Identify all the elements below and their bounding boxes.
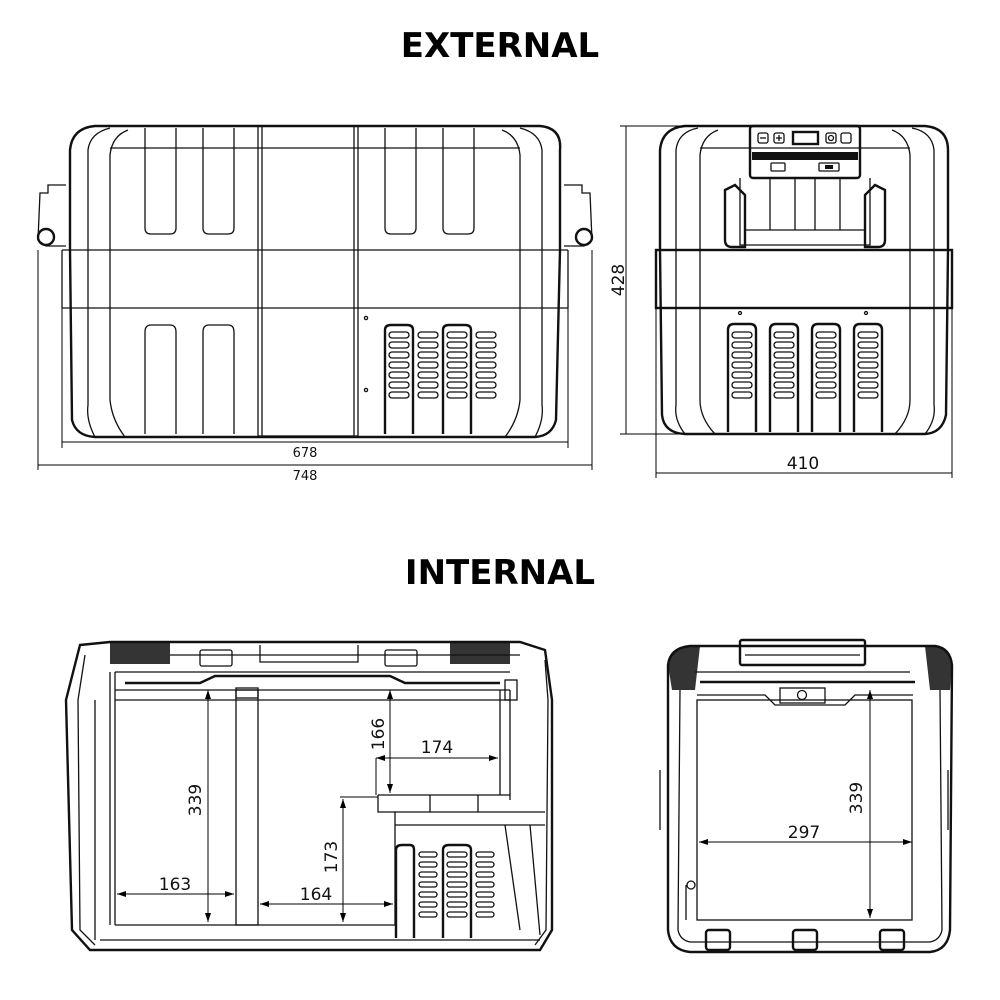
- power-button-icon: [825, 132, 837, 144]
- external-title: EXTERNAL: [400, 26, 600, 66]
- dim-left-width: 163: [159, 875, 191, 895]
- control-panel: [748, 124, 862, 180]
- dim-depth: 410: [787, 454, 819, 474]
- usb-port-icon: [770, 162, 786, 172]
- top-grip-slots: [144, 128, 475, 235]
- minus-button-icon: [757, 132, 769, 144]
- front-dimension-lines: [37, 250, 593, 470]
- vent-grille-front: [383, 323, 497, 434]
- dim-left-height: 339: [186, 784, 206, 816]
- plus-button-icon: [773, 132, 785, 144]
- external-front-view: 678 748: [36, 124, 594, 484]
- dim-right-upper-width: 174: [421, 738, 453, 758]
- dim-inner-height: 339: [847, 782, 867, 814]
- side-dimension-lines: [620, 125, 953, 478]
- dim-right-lower-width: 164: [300, 885, 332, 905]
- vent-grille-side: [726, 322, 884, 432]
- internal-front-dimension-lines: [117, 690, 498, 922]
- left-handle: [36, 184, 66, 247]
- settings-button-icon: [840, 132, 852, 144]
- dc-port-icon: [818, 162, 840, 172]
- right-handle: [564, 184, 594, 247]
- dim-overall-width: 748: [293, 469, 318, 484]
- dim-height: 428: [609, 264, 629, 296]
- dim-body-width: 678: [293, 446, 318, 461]
- internal-vent-grille: [394, 824, 541, 938]
- dim-right-lower-height: 173: [322, 841, 342, 873]
- internal-side-section: 339 297: [659, 638, 954, 954]
- dim-right-upper-height: 166: [369, 718, 389, 750]
- feet: [704, 928, 906, 952]
- internal-front-section: 339 163 166 174 173 164: [64, 640, 554, 952]
- internal-side-dimension-lines: [699, 690, 912, 918]
- dim-inner-width: 297: [788, 823, 820, 843]
- external-side-view: 428 410: [609, 124, 954, 478]
- lid-handle: [723, 178, 887, 249]
- bottom-grip-slots: [144, 324, 235, 434]
- display-icon: [791, 130, 820, 146]
- internal-title: INTERNAL: [404, 553, 596, 593]
